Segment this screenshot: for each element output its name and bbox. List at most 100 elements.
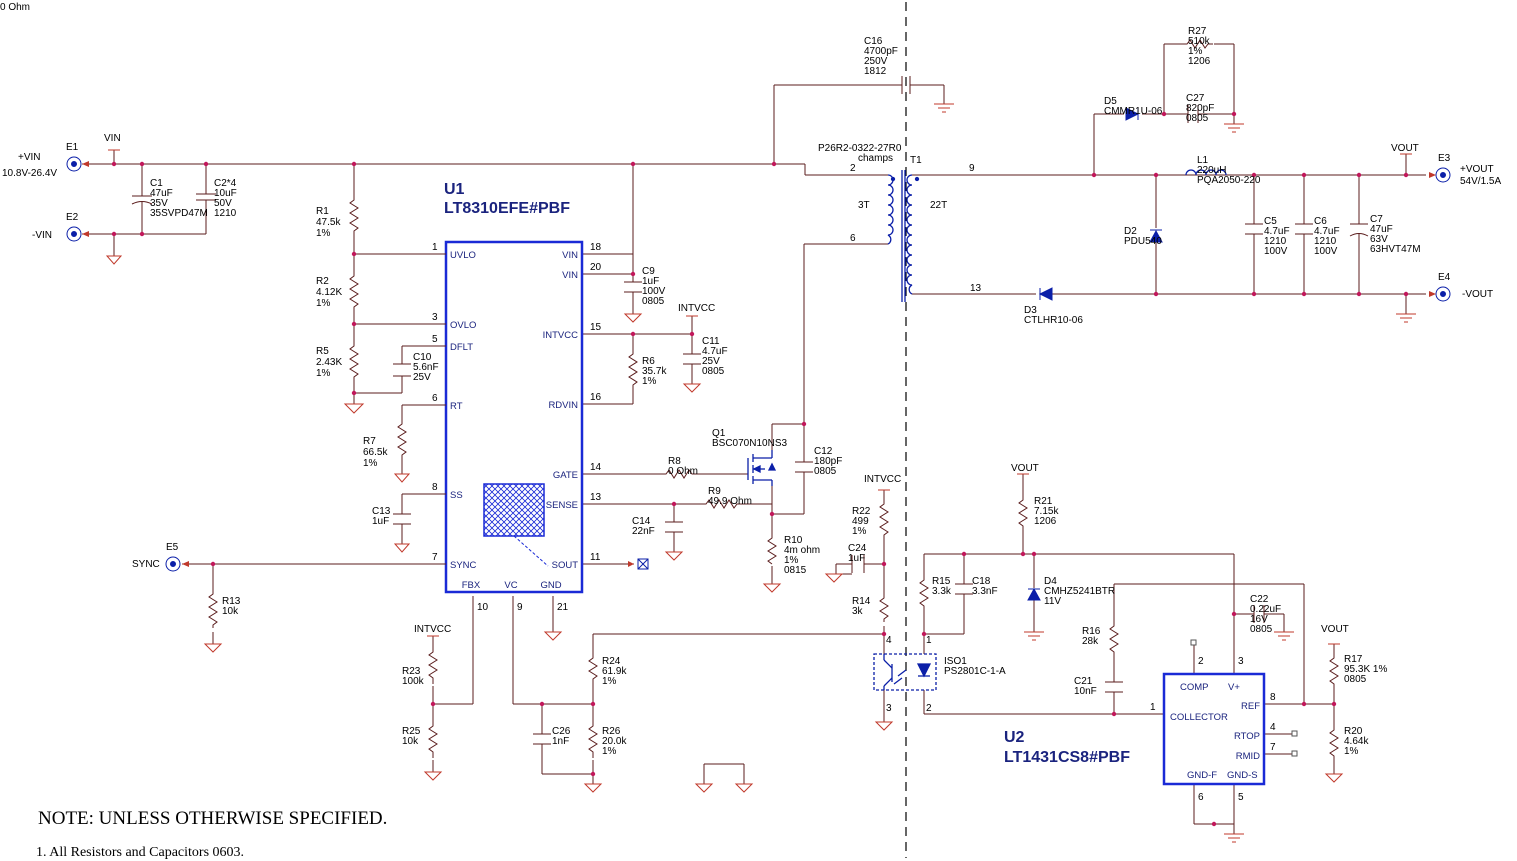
r15-label-1: 3.3k: [932, 586, 952, 597]
ground-icon: [1274, 631, 1294, 641]
c7-label-1: 47uF: [1370, 224, 1393, 235]
c9-label-3: 0805: [642, 296, 665, 307]
ground-icon: [1396, 313, 1416, 323]
c18-label-0: C18: [972, 576, 991, 587]
t1-ref: T1: [910, 155, 922, 166]
r22-label-1: 499: [852, 516, 869, 527]
r23-symbol: [428, 648, 438, 684]
r1-label-1: 47.5k: [316, 217, 341, 228]
c6-symbol: [1295, 223, 1313, 235]
arrows: [82, 161, 1436, 567]
r14-label-0: R14: [852, 596, 871, 607]
u1-pin-name: OVLO: [450, 320, 476, 331]
c21-symbol: [1105, 681, 1123, 693]
c11-label-2: 25V: [702, 356, 720, 367]
c6-label-2: 1210: [1314, 236, 1337, 247]
r16-label-1: 28k: [1082, 636, 1099, 647]
mosfet-q1-icon: [747, 450, 777, 486]
terminal-e3-label: +VOUT: [1460, 164, 1494, 175]
d4-label-2: 11V: [1044, 596, 1061, 607]
c26-symbol: [533, 733, 551, 745]
r10-label-2: 1%: [784, 555, 799, 566]
r17-label-1: 95.3K 1%: [1344, 664, 1387, 675]
iso1-label-0: ISO1: [944, 656, 967, 667]
d3-label-0: D3: [1024, 305, 1037, 316]
r6-label-1: 35.7k: [642, 366, 667, 377]
r23-label-0: R23: [402, 666, 421, 677]
t1-pin-num: 13: [970, 283, 982, 294]
exposed-pad: [483, 483, 545, 537]
ground-icon: [583, 783, 603, 793]
r17-label-2: 0805: [1344, 674, 1367, 685]
c11-label-1: 4.7uF: [702, 346, 728, 357]
t1-note: champs: [858, 153, 893, 164]
terminal-e3-ref: E3: [1438, 153, 1451, 164]
l1-label-2: PQA2050-220: [1197, 175, 1261, 186]
iso1-label-1: PS2801C-1-A: [944, 666, 1006, 677]
c13-symbol: [393, 513, 411, 525]
iso-pin-num: 3: [886, 703, 892, 714]
r17-symbol: [1329, 654, 1339, 690]
c9-label-0: C9: [642, 266, 655, 277]
r1-symbol: [349, 196, 359, 240]
ground-icon: [664, 551, 684, 561]
r6-label-2: 1%: [642, 376, 657, 387]
d2-label-1: PDU540: [1124, 236, 1162, 247]
c22-label-0: C22: [1250, 594, 1269, 605]
inductor-l1: [1185, 169, 1227, 176]
c12-label-1: 180pF: [814, 456, 842, 467]
c22-label-1: 0.22uF: [1250, 604, 1281, 615]
ground-symbols: [105, 103, 1416, 843]
u1-pin-num: 18: [590, 242, 602, 253]
r5-label-0: R5: [316, 346, 329, 357]
r27-label-1: 510k: [1188, 36, 1211, 47]
ground-icon: [343, 403, 365, 414]
c5-label-2: 1210: [1264, 236, 1287, 247]
u2-pin-name: GND-F: [1187, 770, 1217, 781]
r25-symbol: [428, 722, 438, 758]
r10-symbol: [767, 534, 777, 565]
c10-label-1: 5.6nF: [413, 362, 439, 373]
u1-pin-name: FBX: [462, 580, 481, 591]
c9-label-1: 1uF: [642, 276, 659, 287]
terminal-e1-ref: E1: [66, 142, 79, 153]
u1-pin-num: 6: [432, 393, 438, 404]
r27-label-3: 1206: [1188, 56, 1211, 67]
terminal-e2-icon: [66, 226, 82, 242]
c1-label-1: 47uF: [150, 188, 173, 199]
u1-pin-num: 8: [432, 482, 438, 493]
iso-pin-num: 4: [886, 635, 892, 646]
u1-pin-name: SS: [450, 490, 463, 501]
t1-pin-num: 2: [850, 163, 856, 174]
diode-d3-icon: [1038, 287, 1053, 301]
c14-label-0: C14: [632, 516, 651, 527]
u2-pin-name: RTOP: [1234, 731, 1260, 742]
u1-pin-num: 15: [590, 322, 602, 333]
r5-label-1: 2.43K: [316, 357, 342, 368]
r20-label-0: R20: [1344, 726, 1363, 737]
q1-label-0: Q1: [712, 428, 726, 439]
c21-label-0: C21: [1074, 676, 1093, 687]
r23-label-1: 100k: [402, 676, 425, 687]
c22-label-2: 16V: [1250, 614, 1268, 625]
pin-pads: [1190, 639, 1298, 757]
r26-label-2: 1%: [602, 746, 617, 757]
c7-label-3: 63HVT47M: [1370, 244, 1421, 255]
supply-markers: [108, 149, 1412, 645]
c14-symbol: [665, 521, 683, 533]
u2-chip: [1162, 672, 1266, 786]
u2-pin-name: V+: [1228, 682, 1240, 693]
c22-symbol: [1253, 605, 1265, 623]
u2-pin-num: 7: [1270, 742, 1276, 753]
terminal-e1-icon: [66, 156, 82, 172]
t1-turns-secondary: 22T: [930, 200, 947, 211]
r21-label-1: 7.15k: [1034, 506, 1059, 517]
r1-label-0: R1: [316, 206, 329, 217]
r27-symbol: [1184, 39, 1213, 49]
u1-part: LT8310EFE#PBF: [444, 200, 570, 217]
u2-part: LT1431CS8#PBF: [1004, 749, 1130, 766]
u2-pin-num: 8: [1270, 692, 1276, 703]
u1-pin-name: VIN: [562, 250, 578, 261]
c1-label-2: 35V: [150, 198, 168, 209]
u2-pin-num: 2: [1198, 656, 1204, 667]
